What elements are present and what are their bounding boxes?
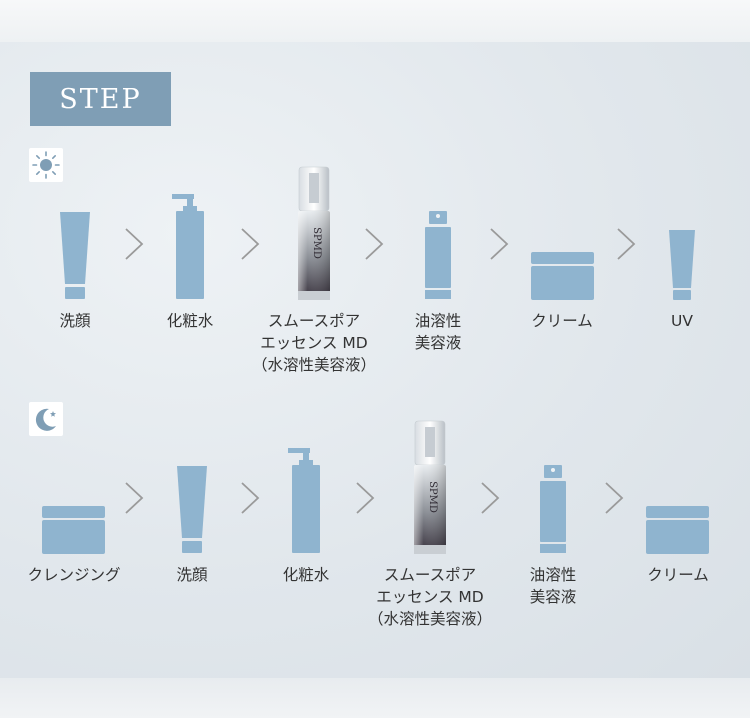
step-label: 洗顔 [59,312,91,330]
chevron-right-icon [490,228,509,260]
bottle-brand-text: SPMD [311,227,322,259]
sun-icon [29,148,63,182]
cleansing-jar-icon [42,506,105,554]
chevron-right-icon [605,482,624,514]
uv-tube-icon [669,230,695,300]
chevron-right-icon [356,482,375,514]
moon-icon [29,402,63,436]
step-heading: STEP [30,72,171,126]
chevron-right-icon [617,228,636,260]
step-panel [0,42,750,678]
step-label: スムースポア エッセンス MD （水溶性美容液） [367,566,492,628]
step-label: クリーム [531,312,593,330]
tube-icon [60,212,90,299]
chevron-right-icon [241,482,260,514]
serum-bottle-icon [425,211,451,299]
top-band [0,0,750,42]
step-label: クレンジング [27,566,121,584]
chevron-right-icon [241,228,260,260]
step-label: スムースポア エッセンス MD （水溶性美容液） [251,312,376,374]
cream-jar-icon [646,506,709,554]
step-label: クリーム [647,566,709,584]
bottom-band [0,678,750,718]
chevron-right-icon [125,228,144,260]
pump-bottle-icon [172,194,204,299]
bottle-brand-text: SPMD [427,481,438,513]
chevron-right-icon [481,482,500,514]
step-label: 油溶性 美容液 [529,566,577,606]
pump-bottle-icon [288,448,320,553]
tube-icon [177,466,207,553]
chevron-right-icon [365,228,384,260]
chevron-right-icon [125,482,144,514]
serum-bottle-icon [540,465,566,553]
step-label: 化粧水 [166,312,214,330]
step-label: 化粧水 [282,566,330,584]
cream-jar-icon [531,252,594,300]
step-label: 油溶性 美容液 [414,312,462,352]
step-label: 洗顔 [176,566,208,584]
spmd-essence-bottle: SPMD [298,166,330,300]
spmd-essence-bottle: SPMD [414,420,446,554]
step-label: UV [671,312,693,330]
